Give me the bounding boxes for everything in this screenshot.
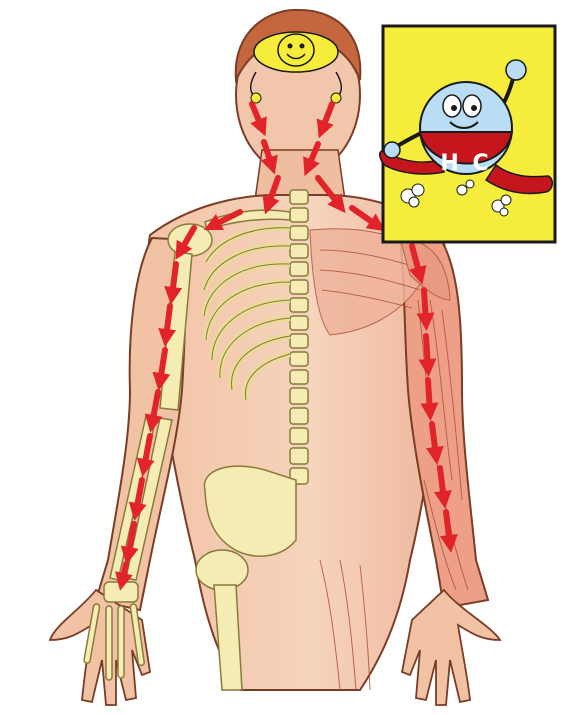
red-downward-arrow-icon — [426, 336, 428, 368]
red-downward-arrow-icon — [122, 564, 126, 582]
right-hand — [402, 590, 500, 705]
red-downward-arrow-icon — [446, 512, 450, 544]
spine — [290, 190, 308, 484]
smiling-face-icon — [278, 34, 314, 66]
mascot-badge-label: H C — [440, 151, 491, 176]
red-downward-arrow-icon — [440, 468, 444, 500]
red-downward-arrow-icon — [428, 380, 430, 412]
mascot-panel: H C — [380, 26, 555, 242]
hip-joint — [196, 550, 248, 590]
mascot-fist — [506, 60, 526, 80]
red-downward-arrow-icon — [432, 424, 436, 456]
red-downward-arrow-icon — [172, 264, 176, 296]
red-downward-arrow-icon — [424, 290, 426, 322]
red-downward-arrow-icon — [166, 306, 170, 338]
